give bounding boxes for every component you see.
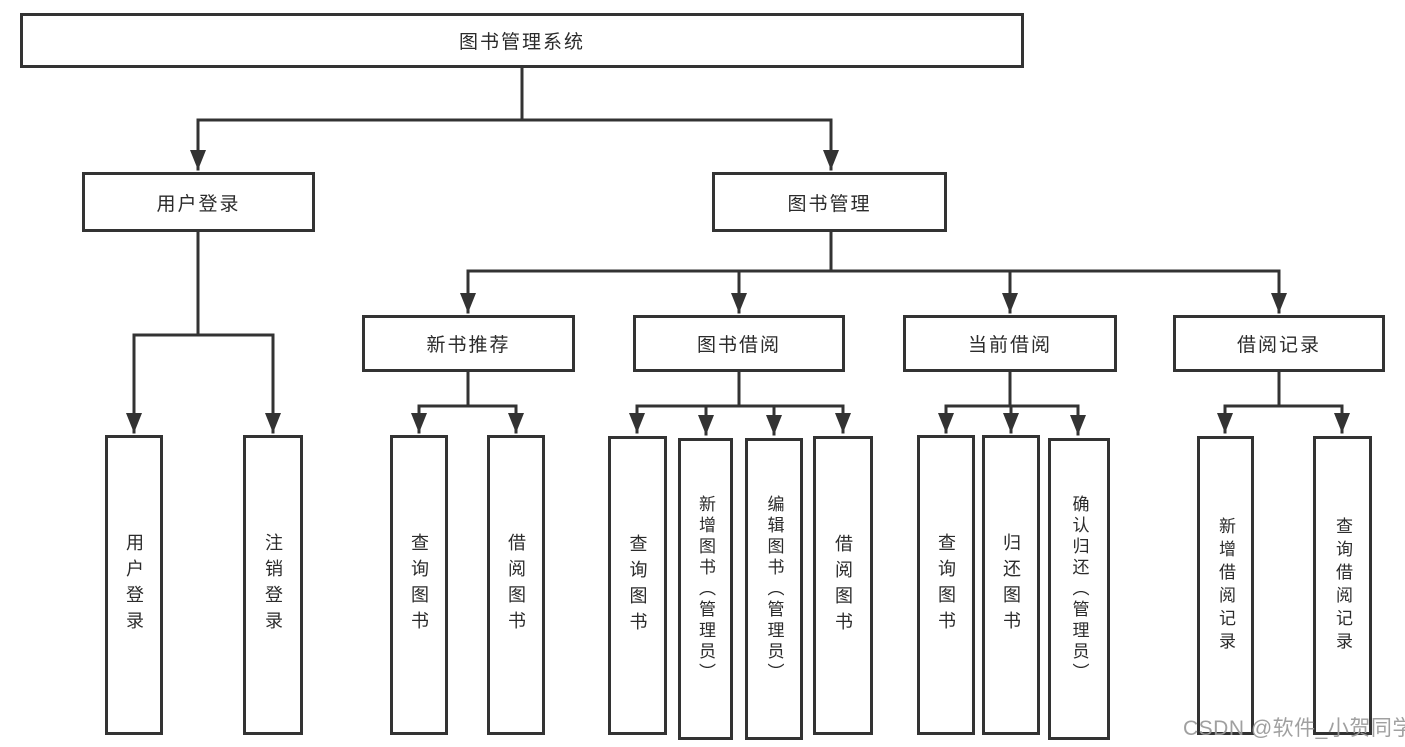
node-leaf-user-login: 用户登录 <box>105 435 163 735</box>
connector-user-login-to-leaves <box>126 229 281 434</box>
node-leaf-query-books-borrowing: 查询图书 <box>608 436 667 735</box>
node-new-book-recommendation: 新书推荐 <box>362 315 575 372</box>
connector-root-to-level2 <box>190 66 839 171</box>
node-leaf-logout: 注销登录 <box>243 435 303 735</box>
node-leaf-query-books-current: 查询图书 <box>917 435 975 735</box>
node-leaf-add-borrow-record: 新增借阅记录 <box>1197 436 1254 735</box>
connector-current-borrowing-to-leaves <box>938 369 1086 436</box>
node-leaf-edit-books-admin: 编辑图书（管理员） <box>745 438 803 740</box>
watermark: CSDN @软件_小贺同学 <box>1183 717 1405 740</box>
node-leaf-borrow-books: 借阅图书 <box>813 436 873 735</box>
connector-book-management-to-level3 <box>460 229 1287 314</box>
node-root-library-system: 图书管理系统 <box>20 13 1024 68</box>
node-current-borrowing: 当前借阅 <box>903 315 1117 372</box>
node-borrowing-records: 借阅记录 <box>1173 315 1385 372</box>
node-leaf-borrow-books-recommend: 借阅图书 <box>487 435 545 735</box>
node-leaf-return-books: 归还图书 <box>982 435 1040 735</box>
node-leaf-confirm-return-admin: 确认归还（管理员） <box>1048 438 1110 740</box>
node-book-management: 图书管理 <box>712 172 947 232</box>
connector-borrowing-records-to-leaves <box>1217 369 1350 434</box>
node-leaf-query-books-recommend: 查询图书 <box>390 435 448 735</box>
node-book-borrowing: 图书借阅 <box>633 315 845 372</box>
node-leaf-add-books-admin: 新增图书（管理员） <box>678 438 733 740</box>
connector-new-book-recommendation-to-leaves <box>411 369 524 434</box>
connector-book-borrowing-to-leaves <box>629 369 851 436</box>
node-leaf-query-borrow-record: 查询借阅记录 <box>1313 436 1372 735</box>
node-user-login: 用户登录 <box>82 172 315 232</box>
